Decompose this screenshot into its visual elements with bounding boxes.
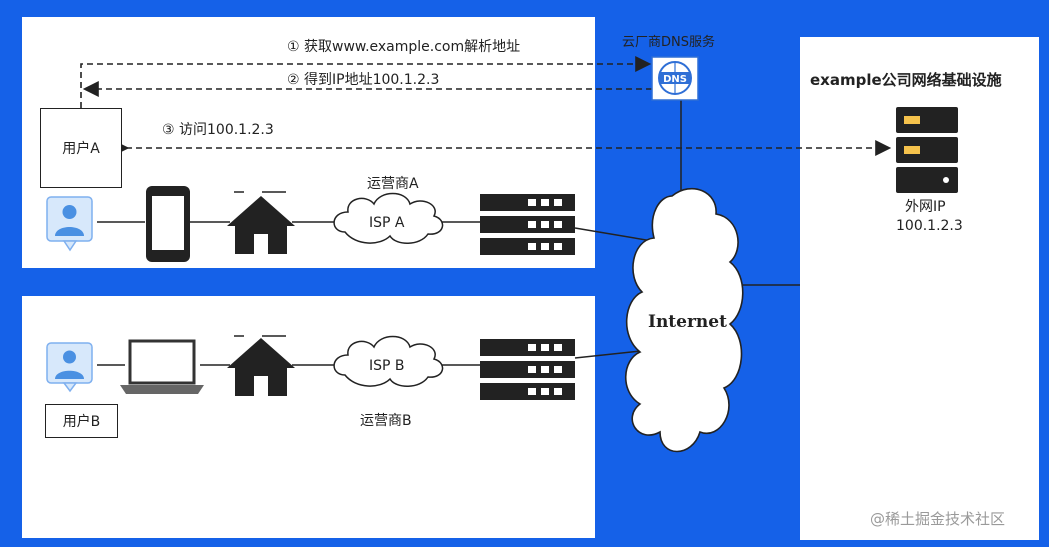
- company-server-icon: [896, 107, 958, 193]
- isp-b-caption: 运营商B: [360, 413, 412, 429]
- watermark: @稀土掘金技术社区: [870, 510, 1006, 528]
- router-a-icon: [480, 194, 575, 255]
- user-b-box: 用户B: [45, 404, 118, 438]
- step3-label: ③ 访问100.1.2.3: [162, 122, 274, 138]
- step2-label: ② 得到IP地址100.1.2.3: [287, 72, 440, 88]
- laptop-icon: [120, 339, 204, 394]
- infra-title: example公司网络基础设施: [810, 71, 1002, 89]
- internet-label: Internet: [648, 312, 727, 332]
- home-a-icon: [227, 191, 295, 254]
- isp-a-label: ISP A: [369, 215, 405, 231]
- internet-cloud-icon: [625, 187, 744, 453]
- router-b-icon: [480, 339, 575, 400]
- user-b-avatar-icon: [46, 342, 93, 393]
- dns-icon-text: DNS: [663, 74, 687, 85]
- dns-server-icon: DNS: [651, 56, 699, 101]
- smartphone-icon: [146, 186, 190, 262]
- isp-b-cloud-icon: [333, 335, 444, 387]
- isp-a-caption: 运营商A: [367, 176, 419, 192]
- user-a-label: 用户A: [62, 141, 100, 157]
- server-ip-title: 外网IP: [905, 199, 946, 215]
- isp-b-label: ISP B: [369, 358, 405, 374]
- home-b-icon: [227, 335, 295, 396]
- dns-service-label: 云厂商DNS服务: [622, 35, 715, 50]
- user-a-box: 用户A: [40, 108, 122, 188]
- user-b-label: 用户B: [62, 414, 101, 430]
- step1-label: ① 获取www.example.com解析地址: [287, 39, 521, 55]
- user-a-avatar-icon: [46, 196, 93, 252]
- isp-a-cloud-icon: [333, 192, 444, 244]
- server-ip-value: 100.1.2.3: [896, 218, 963, 234]
- step1-arrow: [80, 56, 652, 108]
